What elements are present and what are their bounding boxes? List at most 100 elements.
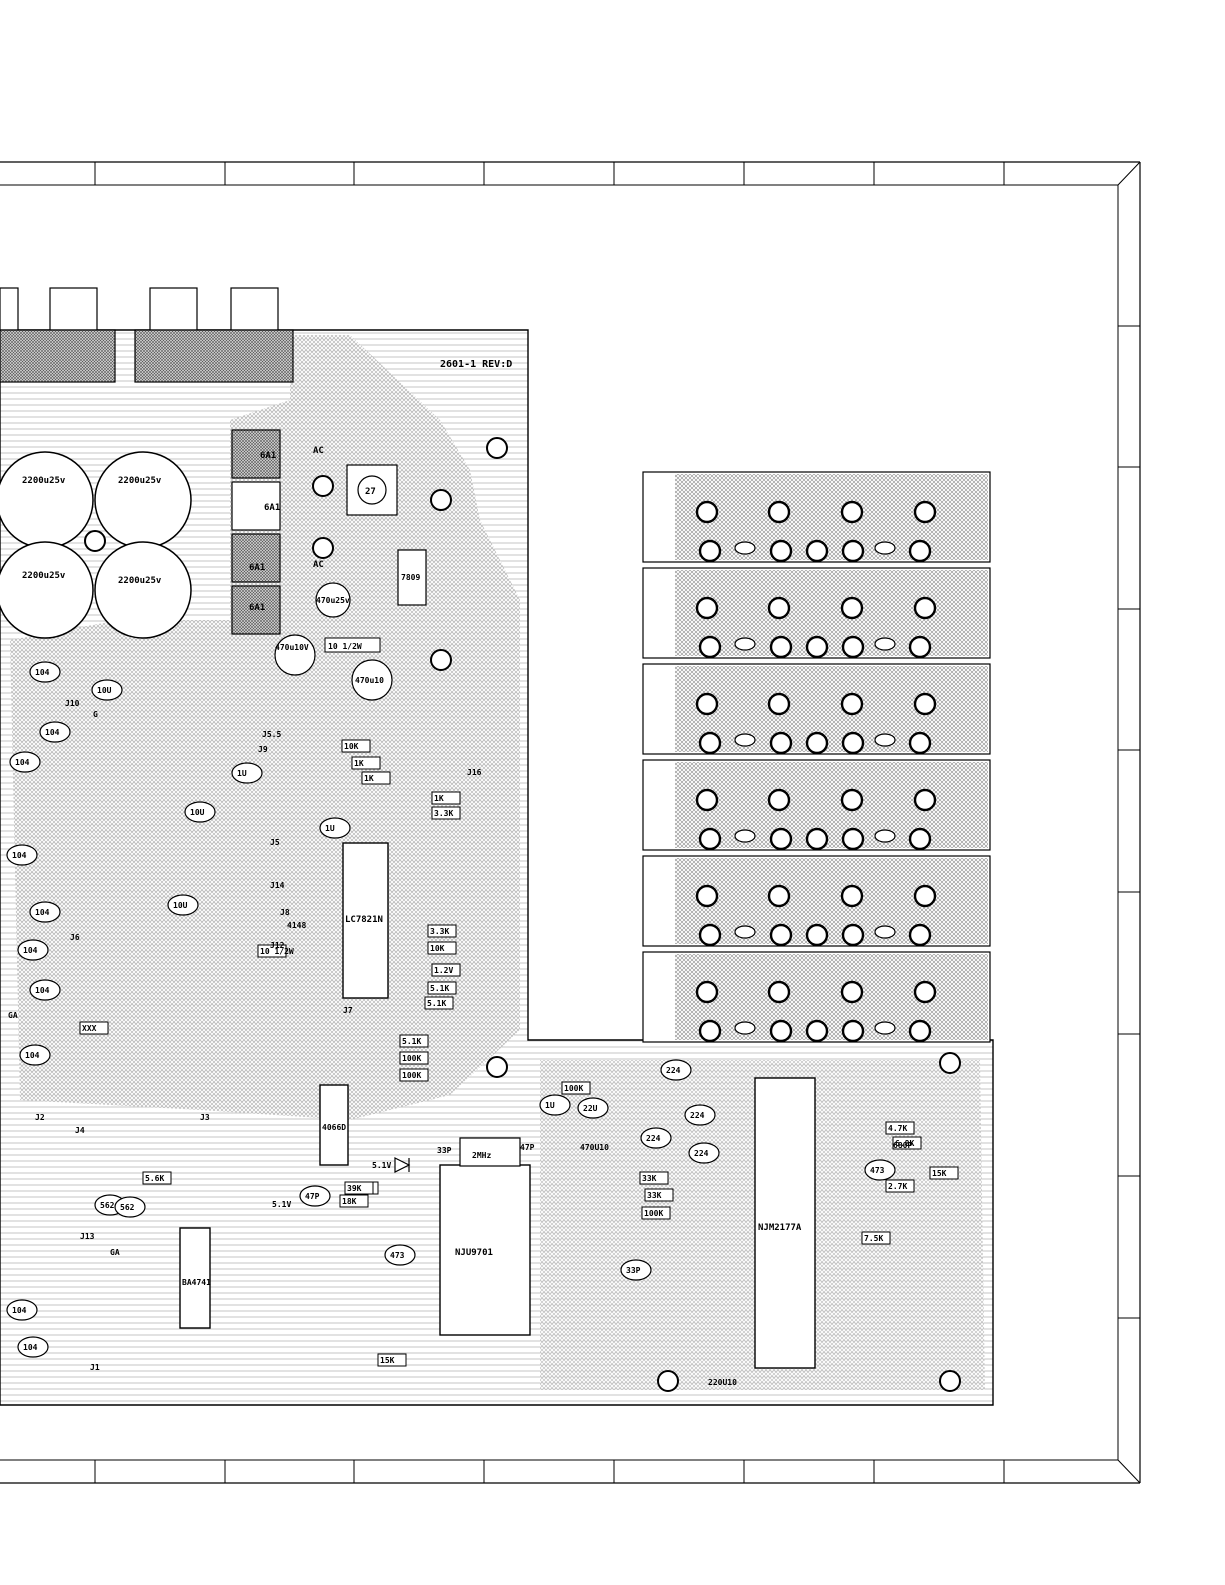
resistor-label: 5.1K: [402, 1037, 421, 1046]
resistor-label: 100K: [644, 1209, 663, 1218]
part-label: 224: [646, 1134, 661, 1143]
resistor: 100K: [399, 1051, 429, 1065]
regulator-section: 27 7809 470u25v 470u10V 10 1/2W 470u10: [274, 464, 427, 701]
pin-label: GA: [110, 1248, 120, 1257]
resistor-label: 15K: [932, 1169, 947, 1178]
small-part: 1U: [539, 1094, 571, 1116]
resistor-label: 3.3K: [430, 927, 449, 936]
small-part: 104: [6, 844, 38, 866]
small-part: 104: [29, 661, 61, 683]
part-label: 104: [35, 668, 50, 677]
part-label: 1U: [545, 1101, 555, 1110]
resistor: 3.3K: [427, 924, 457, 938]
resistor-label: 1.2V: [434, 966, 453, 975]
resistor: 33K: [644, 1188, 674, 1202]
small-part: 10U: [91, 679, 123, 701]
part-label: 10U: [173, 901, 188, 910]
part-label: 104: [12, 851, 27, 860]
resistor: 15K: [377, 1353, 407, 1367]
cap-label: 2200u25v: [118, 476, 162, 486]
resistor: 7.5K: [861, 1231, 891, 1245]
jumper-label: J8: [280, 908, 290, 917]
resistor: 5.6K: [142, 1171, 172, 1185]
jumper-label: J14: [270, 881, 285, 890]
part-label: 224: [694, 1149, 709, 1158]
cap-label: 470u25v: [316, 596, 350, 605]
ic-label: NJU9701: [455, 1248, 493, 1258]
resistor-label: 1K: [434, 794, 444, 803]
cap-label: 33P: [437, 1146, 452, 1155]
small-part: 1U: [319, 817, 351, 839]
cap-label: 2200u25v: [22, 571, 66, 581]
resistor: 1K: [361, 771, 391, 785]
small-part: 104: [29, 979, 61, 1001]
small-part: 224: [640, 1127, 672, 1149]
small-part: 562: [114, 1196, 146, 1218]
jumper-label: J16: [467, 768, 482, 777]
resistor-label: 10 1/2W: [328, 642, 362, 651]
part-label: 1U: [237, 769, 247, 778]
resistor: 4.7K: [885, 1121, 915, 1135]
cap-label: 47P: [520, 1143, 535, 1152]
resistor: 1K: [431, 791, 461, 805]
resistor-label: 3.3K: [434, 809, 453, 818]
part-label: 562: [120, 1203, 135, 1212]
jumper-label: J7: [343, 1006, 353, 1015]
resistor: 100K: [561, 1081, 591, 1095]
crystal-label: 2MHz: [472, 1151, 491, 1160]
resistor-label: 2.7K: [888, 1182, 907, 1191]
resistor: 10 1/2W: [257, 944, 294, 958]
resistor: 5.1K: [427, 981, 457, 995]
switch-boards: [642, 471, 991, 1043]
jumper-label: J9: [258, 745, 268, 754]
part-label: 473: [870, 1166, 885, 1175]
part-label: 104: [23, 1343, 38, 1352]
switch-board: [642, 663, 991, 755]
fuse-label: 6A1: [260, 451, 276, 461]
small-part: 1U: [231, 762, 263, 784]
switch-board: [642, 951, 991, 1043]
resistor-label: 100K: [402, 1071, 421, 1080]
small-part: 104: [17, 939, 49, 961]
ic-label: NJM2177A: [758, 1223, 802, 1233]
ic-label: LC7821N: [345, 915, 383, 925]
zener-label: 5.1V: [372, 1161, 391, 1170]
zener-label: 5.1V: [272, 1200, 291, 1209]
small-part: 224: [684, 1104, 716, 1126]
resistor: 6.8K: [892, 1136, 922, 1150]
jumper-label: J5: [270, 838, 280, 847]
jumper-label: J6: [70, 933, 80, 942]
small-part: 104: [6, 1299, 38, 1321]
resistor-label: XXX: [82, 1024, 97, 1033]
small-part: 473: [384, 1244, 416, 1266]
small-part: 224: [660, 1059, 692, 1081]
resistor: 18K: [339, 1194, 369, 1208]
switch-board: [642, 471, 991, 563]
resistor-label: 33K: [642, 1174, 657, 1183]
part-label: 473: [390, 1251, 405, 1260]
part-label: 1U: [325, 824, 335, 833]
part-label: 562: [100, 1201, 115, 1210]
part-label: 104: [35, 908, 50, 917]
small-part: 10U: [184, 801, 216, 823]
large-capacitors: 2200u25v 2200u25v 2200u25v 2200u25v: [0, 451, 192, 639]
cap-label: 470u10: [355, 676, 384, 685]
part-label: 224: [690, 1111, 705, 1120]
resistor-label: 5.6K: [145, 1174, 164, 1183]
resistor-label: 18K: [342, 1197, 357, 1206]
resistor-label: 39K: [347, 1184, 362, 1193]
jumper-label: J5.5: [262, 730, 281, 739]
resistor-label: 10K: [344, 742, 359, 751]
small-part: 33P: [620, 1259, 652, 1281]
part-label: 10U: [190, 808, 205, 817]
diode-label: 4148: [287, 921, 306, 930]
resistor: 100K: [399, 1068, 429, 1082]
part-label: 104: [45, 728, 60, 737]
resistor: XXX: [79, 1021, 109, 1035]
resistor: 15K: [929, 1166, 959, 1180]
part-label: 104: [23, 946, 38, 955]
switch-board: [642, 567, 991, 659]
jumper-label: J10: [65, 699, 80, 708]
